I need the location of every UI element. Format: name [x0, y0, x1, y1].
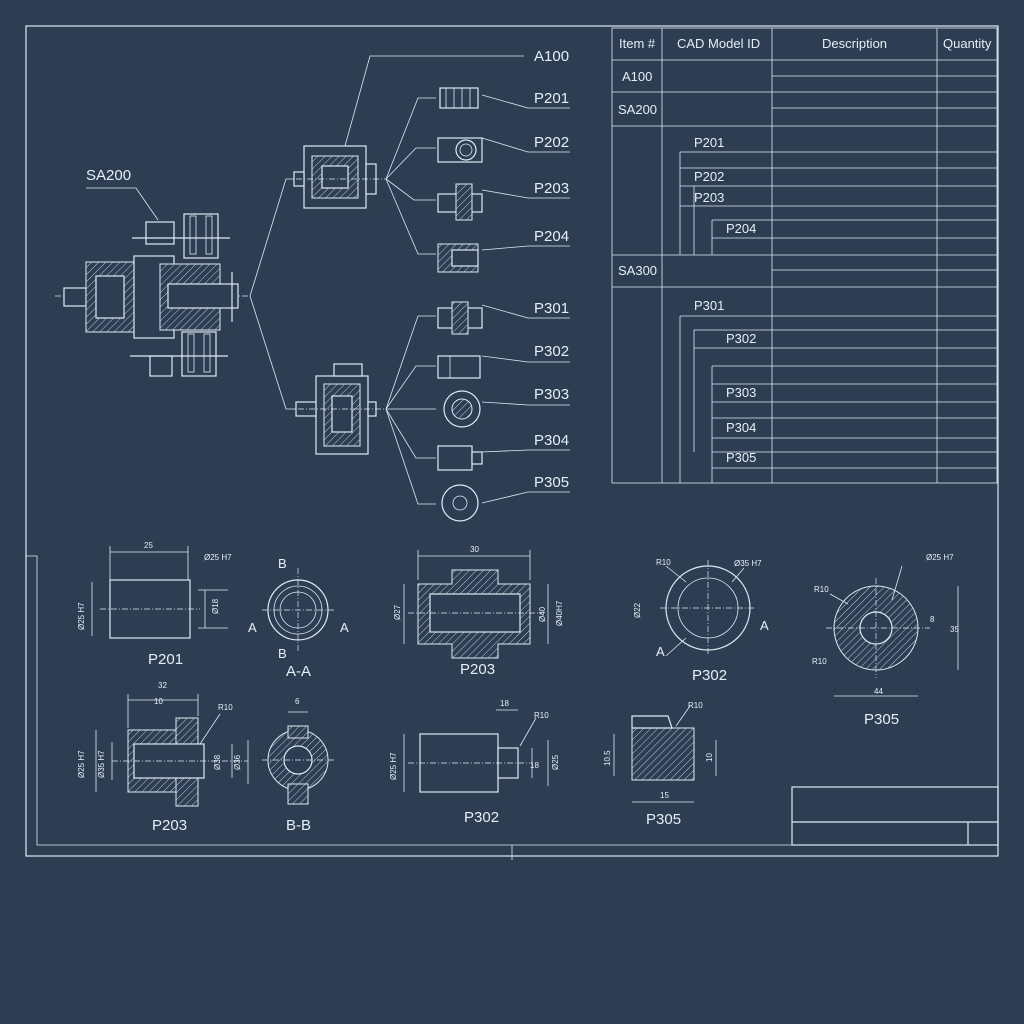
section-mark-a-left: A — [248, 620, 257, 635]
label-p304: P304 — [534, 432, 569, 449]
bom-row-sa200: SA200 — [618, 102, 657, 117]
subassembly-a100-drawing — [293, 145, 386, 209]
tree-connectors — [86, 55, 570, 505]
dim-p203-10: 10 — [154, 697, 163, 706]
label-p202: P202 — [534, 134, 569, 151]
dim-p305-8: 8 — [930, 615, 935, 624]
dim-p305-10-5: 10.5 — [603, 750, 612, 766]
dim-p201-18: Ø18 — [211, 598, 220, 614]
label-p303: P303 — [534, 386, 569, 403]
dim-p305-44: 44 — [874, 687, 883, 696]
tree-part-icons — [437, 87, 483, 522]
caption-section-bb: B-B — [286, 817, 311, 834]
view-section-bb: 6 B-B — [262, 697, 334, 834]
dim-p203-32: 32 — [158, 681, 167, 690]
dim-p305-r10-bottom: R10 — [812, 657, 827, 666]
section-mark-a-p302-right: A — [760, 618, 769, 633]
bom-row-p302: P302 — [726, 331, 756, 346]
caption-p302-front: P302 — [692, 667, 727, 684]
label-sa200: SA200 — [86, 167, 131, 184]
dim-p201-25: 25 — [144, 541, 153, 550]
bom-header-description: Description — [822, 36, 887, 51]
label-p305: P305 — [534, 474, 569, 491]
dim-p302-18b: 18 — [530, 761, 539, 770]
label-p302: P302 — [534, 343, 569, 360]
label-p203: P203 — [534, 180, 569, 197]
view-p302-side: 18 R10 Ø25 H7 18 Ø25 P302 — [389, 699, 560, 826]
section-mark-b-bottom: B — [278, 646, 287, 661]
view-p305-side: R10 10.5 10 15 P305 — [603, 701, 717, 828]
bom-header-item: Item # — [619, 36, 656, 51]
section-mark-a-right: A — [340, 620, 349, 635]
section-mark-b-top: B — [278, 556, 287, 571]
caption-p305-front: P305 — [864, 711, 899, 728]
bom-row-p201: P201 — [694, 135, 724, 150]
label-p201: P201 — [534, 90, 569, 107]
dim-p305-r10-top: R10 — [814, 585, 829, 594]
bom-header-quantity: Quantity — [943, 36, 992, 51]
dim-p203-40: Ø40 — [538, 606, 547, 622]
main-assembly-drawing — [55, 213, 250, 377]
bom-row-p202: P202 — [694, 169, 724, 184]
dim-p302-25: Ø25 — [551, 754, 560, 770]
dim-p203-30: 30 — [470, 545, 479, 554]
dim-p305-35: 35 — [950, 625, 959, 634]
view-p203-top: 30 Ø27 Ø40 Ø40H7 P203 — [393, 545, 564, 678]
section-mark-a-p302: A — [656, 644, 665, 659]
dim-p302-r10: R10 — [656, 558, 671, 567]
bom-row-p303: P303 — [726, 385, 756, 400]
dim-p203-40h7: Ø40H7 — [555, 600, 564, 626]
label-a100: A100 — [534, 48, 569, 65]
dim-bb-6: 6 — [295, 697, 300, 706]
dim-p305-r10-side: R10 — [688, 701, 703, 710]
subassembly-sa300-drawing — [295, 363, 386, 455]
dim-p203-r10: R10 — [218, 703, 233, 712]
label-p204: P204 — [534, 228, 569, 245]
dim-p203-27: Ø27 — [393, 604, 402, 620]
dim-p203-25h7: Ø25 H7 — [77, 750, 86, 778]
dim-p203-35h7: Ø35 H7 — [97, 750, 106, 778]
bom-row-p204: P204 — [726, 221, 756, 236]
dim-p203-38: Ø38 — [213, 754, 222, 770]
dim-p302-25h7: Ø25 H7 — [389, 752, 398, 780]
caption-p203-top: P203 — [460, 661, 495, 678]
bom-row-sa300: SA300 — [618, 263, 657, 278]
assembly-tree: SA200 A100 P201 P202 P203 P204 P301 P302… — [55, 48, 570, 522]
bom-grid — [611, 27, 998, 484]
title-block — [791, 786, 999, 846]
sheet-border — [25, 25, 999, 860]
bom-row-p203: P203 — [694, 190, 724, 205]
caption-p203-section: P203 — [152, 817, 187, 834]
bom-row-p304: P304 — [726, 420, 756, 435]
bom-row-p301: P301 — [694, 298, 724, 313]
caption-p305-side: P305 — [646, 811, 681, 828]
dim-p302-r10: R10 — [534, 711, 549, 720]
view-p203-section: 32 10 R10 Ø25 H7 Ø35 H7 Ø38 Ø36 P203 — [77, 681, 249, 834]
view-p302-front: R10 Ø35 H7 Ø22 A A P302 — [633, 558, 769, 684]
dim-p203-36: Ø36 — [233, 754, 242, 770]
dim-p201-25h7-vertical: Ø25 H7 — [77, 602, 86, 630]
dim-p302-35h7: Ø35 H7 — [734, 559, 762, 568]
bom-row-a100: A100 — [622, 69, 652, 84]
bom-row-p305: P305 — [726, 450, 756, 465]
view-section-aa: A A B B A-A — [248, 556, 349, 680]
view-p305-front: R10 Ø25 H7 8 35 R10 44 P305 — [812, 553, 959, 728]
dim-p201-25h7: Ø25 H7 — [204, 553, 232, 562]
caption-section-aa: A-A — [286, 663, 311, 680]
dim-p305-15: 15 — [660, 791, 669, 800]
bom-header-cad-model-id: CAD Model ID — [677, 36, 760, 51]
dim-p305-25h7: Ø25 H7 — [926, 553, 954, 562]
caption-p302-side: P302 — [464, 809, 499, 826]
bom-table: Item # CAD Model ID Description Quantity… — [611, 27, 998, 484]
label-p301: P301 — [534, 300, 569, 317]
caption-p201: P201 — [148, 651, 183, 668]
view-p201: 25 Ø25 H7 Ø25 H7 Ø18 P201 — [77, 541, 232, 668]
dim-p302-22: Ø22 — [633, 602, 642, 618]
dim-p302-18: 18 — [500, 699, 509, 708]
dim-p305-10: 10 — [705, 753, 714, 762]
detail-views: 25 Ø25 H7 Ø25 H7 Ø18 P201 A A B B A-A — [77, 541, 959, 834]
